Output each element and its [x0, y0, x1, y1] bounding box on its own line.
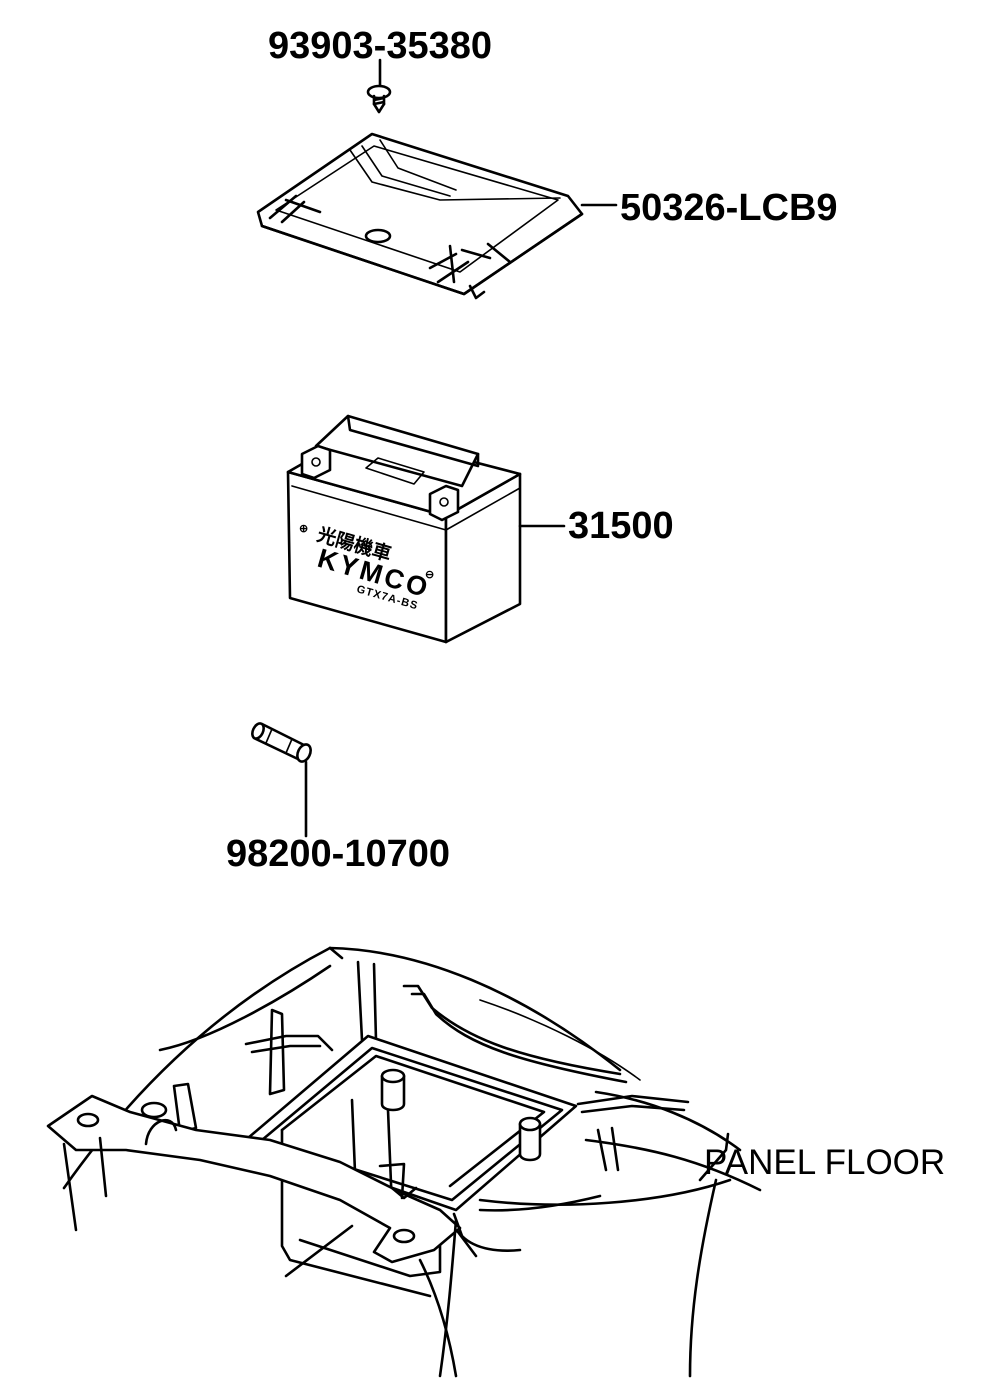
- positive-terminal-mark: ⊕: [299, 523, 309, 535]
- fuse-drawing: [251, 722, 312, 838]
- battery-part-number: 31500: [568, 505, 674, 547]
- battery-cover-part-number: 50326-LCB9: [620, 187, 838, 229]
- negative-terminal-mark: ⊖: [425, 569, 435, 581]
- fuse-part-number: 98200-10700: [226, 833, 450, 875]
- panel-floor-drawing: [46, 946, 762, 1378]
- screw-drawing: [366, 58, 392, 114]
- panel-floor-label: PANEL FLOOR: [704, 1143, 945, 1182]
- screw-part-number: 93903-35380: [268, 25, 492, 67]
- battery-cover-drawing: [256, 132, 618, 300]
- battery-drawing: [286, 414, 566, 644]
